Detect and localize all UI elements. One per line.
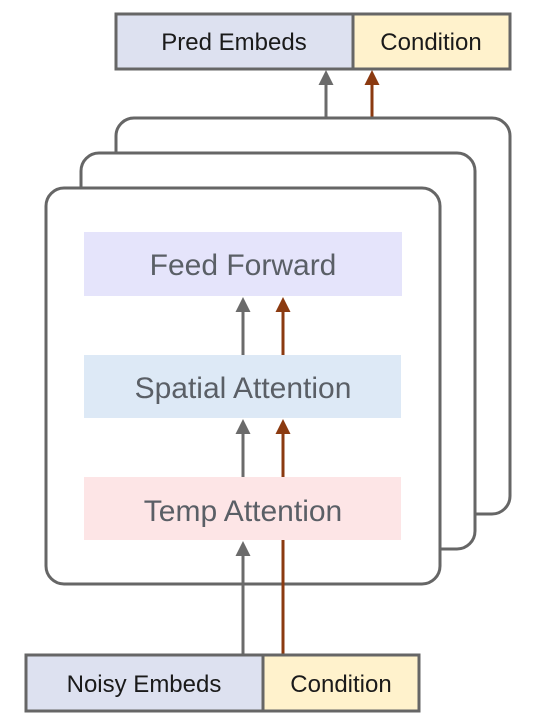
feed-forward-block — [84, 232, 402, 296]
noisy-embeds-label: Noisy Embeds — [67, 671, 222, 698]
output-condition-label: Condition — [380, 29, 481, 56]
feed-forward-label: Feed Forward — [150, 249, 337, 282]
output-box: Pred Embeds Condition — [114, 12, 512, 71]
temp-attention-label: Temp Attention — [144, 495, 342, 528]
input-condition-label: Condition — [290, 671, 391, 698]
noisy-embeds-box — [24, 653, 265, 713]
output-condition-box — [351, 12, 512, 71]
pred-embeds-label: Pred Embeds — [161, 29, 306, 56]
input-condition-box — [261, 653, 421, 713]
temp-attention-block — [84, 477, 401, 540]
pred-embeds-box — [114, 12, 355, 71]
input-box: Noisy Embeds Condition — [24, 653, 421, 713]
spatial-attention-label: Spatial Attention — [135, 372, 352, 405]
spatial-attention-block — [84, 355, 401, 418]
